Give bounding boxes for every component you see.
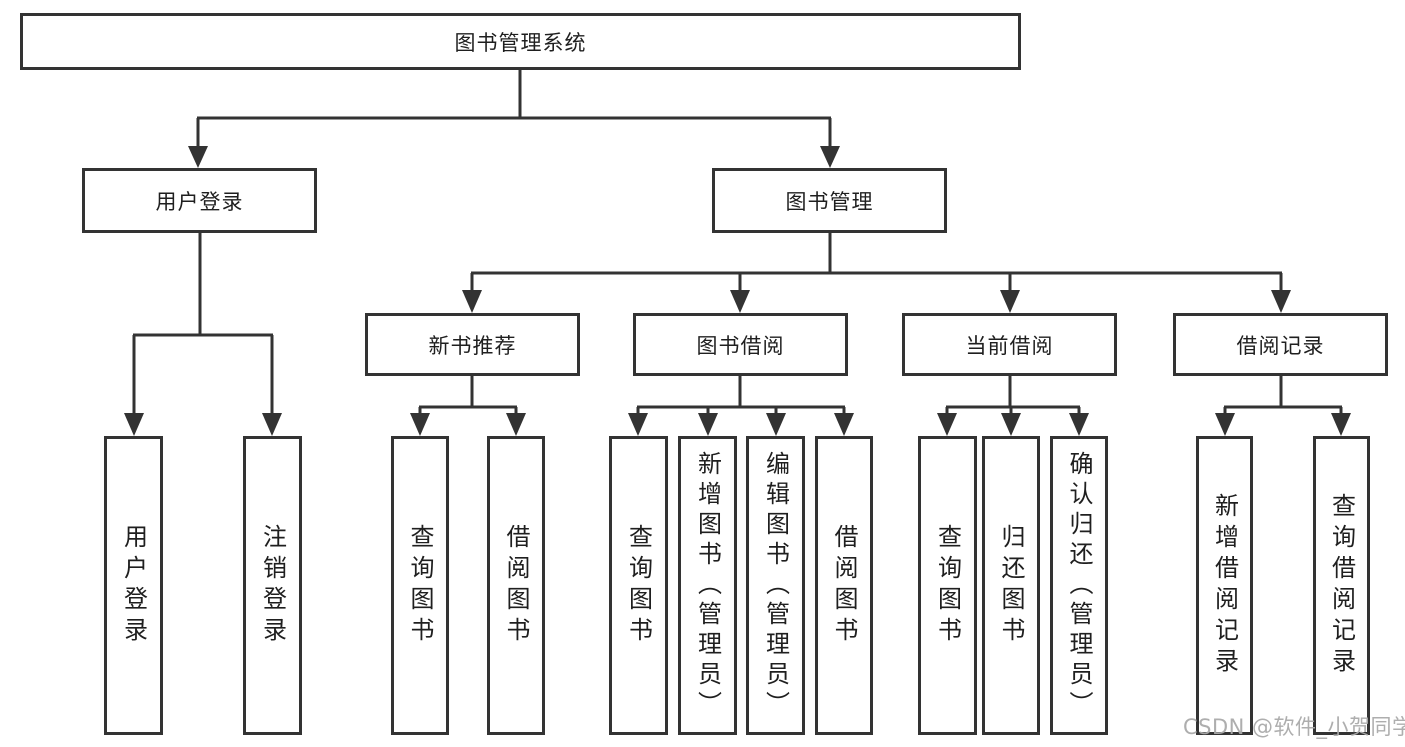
csdn-watermark: CSDN @软件_小贺同学 [1183,715,1405,739]
arrowhead [766,413,786,436]
arrowhead [124,413,144,436]
node-new-book-recommendation: 新书推荐 [365,313,580,376]
arrowhead [188,146,208,168]
arrowhead [1331,413,1351,436]
leaf-borrow-books: 借阅图书 [815,436,873,735]
arrowhead [834,413,854,436]
connector-root-to-level1 [188,69,840,168]
arrowhead [462,290,482,313]
node-current-borrowing: 当前借阅 [902,313,1117,376]
arrowhead [1215,413,1235,436]
leaf-borrow-books: 借阅图书 [487,436,545,735]
arrowhead [937,413,957,436]
leaf-confirm-return-admin: 确认归还（管理员） [1050,436,1108,735]
arrowhead [698,413,718,436]
connector-user-login-children [124,233,282,436]
connector-new-rec-children [410,376,526,436]
connector-book-mgmt-children [462,233,1291,313]
leaf-return-books: 归还图书 [982,436,1040,735]
arrowhead [820,146,840,168]
node-borrowing-records: 借阅记录 [1173,313,1388,376]
connector-records-children [1215,376,1351,436]
arrowhead [1069,413,1089,436]
arrowhead [1001,413,1021,436]
leaf-query-borrow-record: 查询借阅记录 [1313,436,1370,735]
leaf-add-books-admin: 新增图书（管理员） [678,436,737,735]
node-book-management: 图书管理 [712,168,947,233]
leaf-query-books: 查询图书 [391,436,449,735]
node-book-borrowing: 图书借阅 [633,313,848,376]
connector-borrow-children [628,376,854,436]
arrowhead [730,290,750,313]
leaf-logout: 注销登录 [243,436,302,735]
arrowhead [262,413,282,436]
leaf-query-books: 查询图书 [918,436,977,735]
leaf-user-login: 用户登录 [104,436,163,735]
leaf-edit-books-admin: 编辑图书（管理员） [746,436,805,735]
arrowhead [410,413,430,436]
arrowhead [1000,290,1020,313]
connector-current-children [937,376,1089,436]
leaf-add-borrow-record: 新增借阅记录 [1196,436,1253,735]
node-user-login: 用户登录 [82,168,317,233]
leaf-query-books: 查询图书 [609,436,668,735]
arrowhead [1271,290,1291,313]
arrowhead [506,413,526,436]
arrowhead [628,413,648,436]
node-library-management-system: 图书管理系统 [20,13,1021,70]
